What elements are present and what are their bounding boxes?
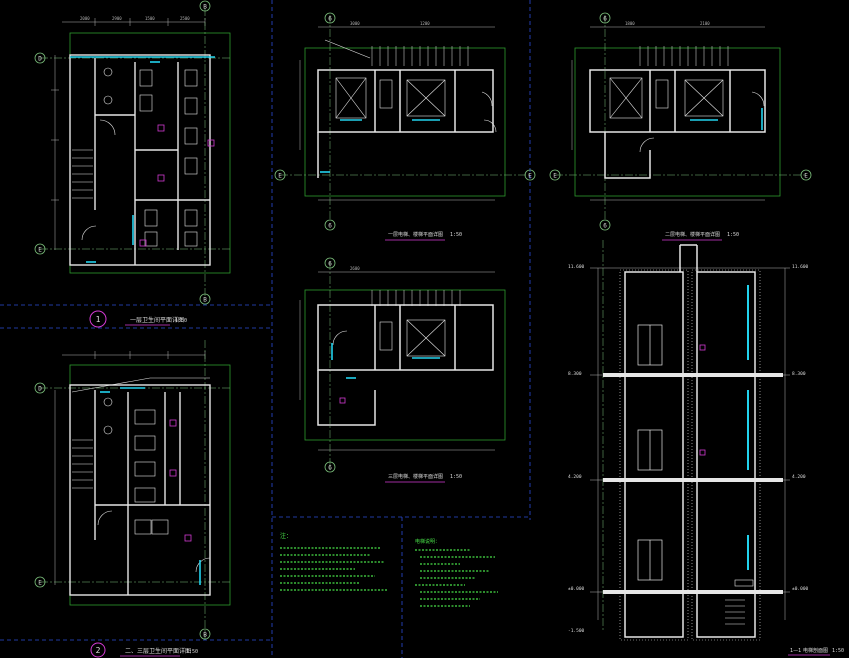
grid-label: E [804, 173, 808, 180]
plan1-grid-bubbles: B D E B [34, 0, 211, 305]
grid-label-e: E [38, 247, 42, 254]
plan1-title-block: 1 一层卫生间平面详图 1:50 [89, 310, 187, 328]
dim-label: 2100 [700, 21, 710, 26]
grid-label: E [278, 173, 282, 180]
plan2-circle-number: 2 [96, 646, 101, 655]
dim-label: 3000 [350, 21, 360, 26]
section-scale: 1:50 [832, 648, 844, 654]
grid-label: 6 [328, 223, 332, 230]
grid-label-d: D [38, 386, 42, 393]
section-title-block: 1—1 电梯剖面图 1:50 [788, 647, 844, 656]
grid-label-e: E [38, 580, 42, 587]
sheet-dividers [0, 0, 531, 658]
elevator-plan-1-title: 一层电梯、楼梯平面详图 1:50 [385, 231, 462, 241]
grid-label: 6 [603, 223, 607, 230]
elev3-title: 三层电梯、楼梯平面详图 [388, 473, 443, 480]
grid-label: E [553, 173, 557, 180]
grid-label: 6 [328, 261, 332, 268]
dim-label: 2000 [80, 16, 90, 21]
dim-label: 1200 [420, 21, 430, 26]
elevator-plan-3 [299, 262, 506, 470]
elev2-title: 二层电梯、楼梯平面详图 [665, 231, 720, 238]
elevator-plan-2-title: 二层电梯、楼梯平面详图 1:50 [662, 231, 739, 241]
elevator-plan-2 [555, 15, 805, 220]
elev3-scale: 1:50 [450, 474, 462, 480]
elevation-mark: 4.200 [792, 474, 806, 480]
plan1-title: 一层卫生间平面详图 [130, 316, 184, 324]
plan2-scale: 1:50 [186, 649, 198, 655]
plan2-grid-bubbles: D E B [34, 382, 211, 640]
plan2-title: 二、三层卫生间平面详图 [125, 647, 191, 655]
plan2-title-block: 2 二、三层卫生间平面详图 1:50 [90, 642, 198, 658]
dim-label: 2900 [112, 16, 122, 21]
elevation-mark: -1.500 [568, 628, 585, 634]
notes-block: 注： 电梯说明： [280, 532, 498, 607]
grid-label: 6 [328, 465, 332, 472]
grid-label-d: D [38, 56, 42, 63]
elevator-section [590, 240, 790, 641]
notes-heading: 注： [280, 532, 292, 540]
dimension-labels: 2000 2900 1500 2500 3000 1200 1800 2100 … [80, 16, 710, 271]
elevator-plan-1-bubbles: 6 E E 6 [274, 12, 536, 231]
grid-label-top: B [203, 4, 207, 11]
grid-label-bottom: B [203, 297, 207, 304]
grid-label-bottom: B [203, 632, 207, 639]
elevation-mark: 11.600 [792, 264, 809, 270]
elev2-scale: 1:50 [727, 232, 739, 238]
plan1-toilet-layout [40, 8, 231, 298]
grid-label: E [528, 173, 532, 180]
section-title: 1—1 电梯剖面图 [790, 647, 828, 654]
elev1-scale: 1:50 [450, 232, 462, 238]
elevation-mark: 8.300 [568, 371, 582, 377]
notes-right-heading: 电梯说明： [415, 538, 440, 545]
plan2-toilet-layout [40, 340, 231, 640]
elevation-mark: 8.300 [792, 371, 806, 377]
elevation-mark: 4.200 [568, 474, 582, 480]
elevator-plan-1 [280, 15, 530, 220]
dim-label: 2500 [180, 16, 190, 21]
dim-label: 1800 [625, 21, 635, 26]
plan1-scale: 1:50 [175, 318, 187, 324]
elevation-mark: ±0.000 [568, 586, 585, 592]
elevator-plan-3-title: 三层电梯、楼梯平面详图 1:50 [385, 473, 462, 483]
dim-label: 2600 [350, 266, 360, 271]
elevation-mark: ±0.000 [792, 586, 809, 592]
grid-label: 6 [603, 16, 607, 23]
elevator-plan-3-bubbles: 6 6 [324, 257, 336, 473]
plan1-circle-number: 1 [96, 315, 101, 324]
dim-label: 1500 [145, 16, 155, 21]
grid-label: 6 [328, 16, 332, 23]
elev1-title: 一层电梯、楼梯平面详图 [388, 231, 443, 238]
section-elevation-marks: 11.600 11.600 8.300 8.300 4.200 4.200 ±0… [568, 264, 809, 634]
elevator-plan-2-bubbles: 6 E E 6 [549, 12, 812, 231]
elevation-mark: 11.600 [568, 264, 585, 270]
